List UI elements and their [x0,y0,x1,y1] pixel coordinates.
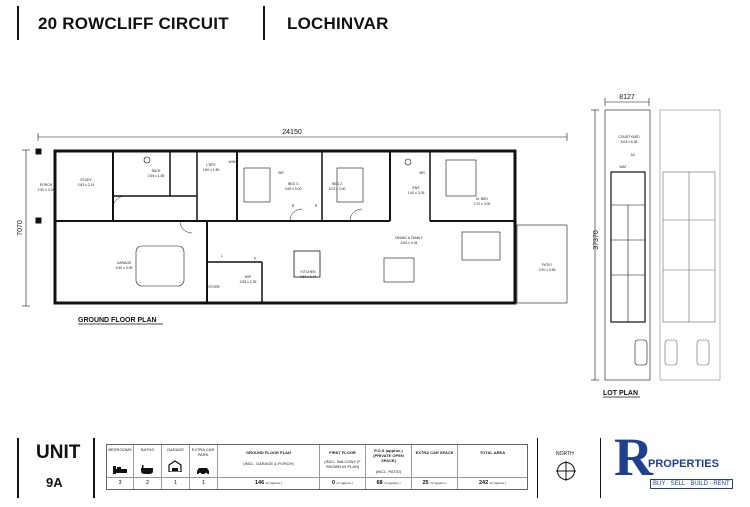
header-extra-car-park: EXTRA CAR PARK [191,447,215,457]
lot-plan-title: LOT PLAN [603,390,638,397]
value-total-area: 242 m² (approx.) [478,480,507,486]
room-patio-name: PATIO [542,263,552,267]
room-bed2-size: 3.03 x 3.00 [329,187,346,191]
room-porch-name: PORCH [40,183,53,187]
store-label: STORE [208,285,220,289]
value-garage: 1 [173,480,178,486]
room-dining-family-name: DINING & FAMILY [395,236,424,240]
floor-width-dim: 24150 [282,129,302,136]
header-total-area: TOTAL AREA [479,450,506,455]
header-ground-floor-note: (INCL. GARAGE & PORCH) [243,461,294,466]
header-rule-mid [263,6,265,40]
value-pos: 68 m² (approx.) [376,480,401,486]
header-pos: P.O.S (approx.) (PRIVATE OPEN SPACE) [373,448,404,463]
address-title: 20 ROWCLIFF CIRCUIT [38,14,229,33]
lot-width-dim: 8127 [619,94,635,101]
header-baths: BATHS [140,447,155,452]
room-bath-size: 2.65 x 1.85 [148,174,165,178]
wr-label-2: WR [419,171,425,175]
north-label: NORTH [556,451,574,457]
robe-label-1: R [292,204,295,208]
schedule-rule-left [17,438,19,498]
room-garage-name: GARAGE [117,261,132,265]
room-dining-family-size: 6.60 x 3.94 [401,241,418,245]
header-extra-car-space: EXTRA CAR SPACE [415,450,454,455]
schedule-rule-far [600,438,601,498]
brand-name: PROPERTIES [648,458,719,470]
bed-icon [113,461,127,474]
header-pos-note: (INCL. PATIO) [375,469,402,474]
value-extra-car-space: 25 m² (approx.) [422,480,447,486]
pantry-label: P [254,257,257,261]
ac-label: AC [631,153,636,157]
value-baths: 2 [145,480,150,486]
room-garage-size: 5.50 x 3.05 [116,266,133,270]
header-ground-floor: GROUND FLOOR PLAN [246,450,291,455]
room-wip-size: 2.55 x 2.35 [240,280,257,284]
header-garage: GARAGE [166,447,185,452]
lot-depth-dim: 37370 [593,230,600,250]
room-laundry-name: L'DRY [206,163,216,167]
header-first-floor-note: (INCL. BALCONY IF SHOWN IN PLAN) [324,459,361,469]
value-ground-floor: 146 m² (approx.) [254,480,283,486]
header-bedrooms: BEDROOMS [108,447,132,452]
value-bedrooms: 3 [118,480,122,486]
robe-label-2: R [315,204,318,208]
header-first-floor: FIRST FLOOR [329,450,356,455]
room-bed3-size: 2.65 x 3.00 [285,187,302,191]
room-kitchen-size: 4.50 x 2.44 [300,275,317,279]
unit-number: 9A [46,475,63,490]
area-schedule-table: BEDROOMS BATHS GARAGE EXTRA CAR PARK GRO… [106,444,528,490]
room-laundry-size: 1.80 x 1.80 [203,168,220,172]
room-porch-size: 2.90 x 3.34 [38,188,55,192]
room-bed3-name: BED 3 [288,182,298,186]
bath-icon [140,461,154,474]
schedule-rule-mid [93,438,95,498]
floor-depth-dim: 7070 [17,220,24,236]
car-icon [196,462,210,476]
courtyard-name: COURTYARD [618,135,640,139]
wat-label: WAT [619,165,626,169]
lot-plan-drawing: 8127 37370 COURTYARD 8.04 x 6.38 AC WAT … [591,94,721,398]
room-kitchen-name: KITCHEN [301,270,316,274]
linen-label: L [221,254,223,258]
ground-floor-plan-title: GROUND FLOOR PLAN [78,317,157,324]
room-patio-size: 2.90 x 3.65 [539,268,556,272]
wm-label: W/M [229,160,236,164]
room-ensuite-size: 1.60 x 3.05 [408,191,425,195]
courtyard-size: 8.04 x 6.38 [621,140,638,144]
value-extra-car-park: 1 [201,480,206,486]
suburb-title: LOCHINVAR [287,14,389,33]
schedule-rule-right [537,438,538,498]
north-arrow-icon [556,461,576,481]
header-rule-left [17,6,19,40]
brand-r-icon: R [614,427,653,487]
room-bed2-name: BED 2 [332,182,342,186]
value-first-floor: 0 m² (approx.) [332,480,353,486]
wr-label-1: WR [278,171,284,175]
brand-tagline: BUY · SELL · BUILD · RENT [650,479,733,489]
room-study-name: STUDY [80,178,92,182]
ground-floor-plan-drawing: 24150 7070 [17,129,568,325]
room-bath-name: BATH [152,169,161,173]
room-master-bed-size: 3.70 x 3.00 [474,202,491,206]
room-master-bed-name: M. BED [476,197,488,201]
room-ensuite-name: ENS [413,186,421,190]
room-study-size: 2.83 x 2.14 [78,183,95,187]
unit-label: UNIT [36,442,81,463]
brand-logo: R PROPERTIES BUY · SELL · BUILD · RENT [614,427,734,494]
garage-icon [168,459,182,473]
room-wip-name: WIP [245,275,252,279]
